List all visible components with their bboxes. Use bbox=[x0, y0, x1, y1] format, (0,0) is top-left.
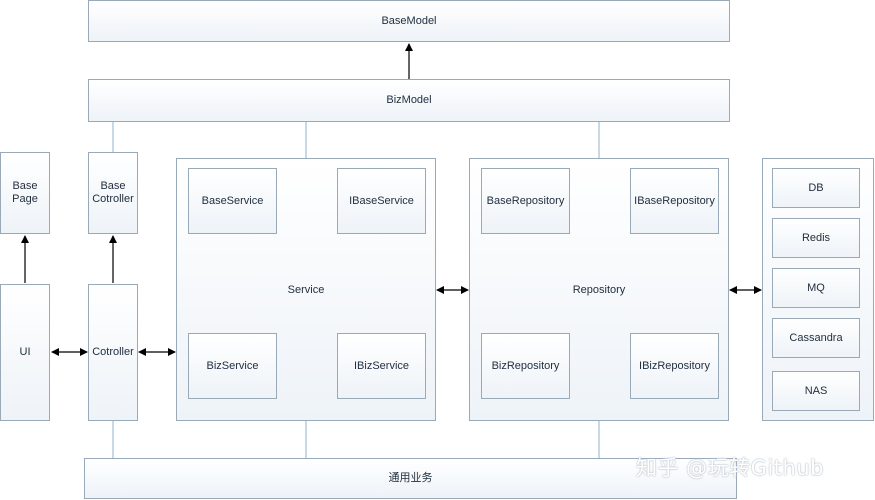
storage-cassandra-box: Cassandra bbox=[772, 318, 860, 358]
storage-nas-box: NAS bbox=[772, 371, 860, 411]
structure-connectors bbox=[112, 122, 600, 458]
service-label: Service bbox=[287, 284, 325, 296]
common-business-box: 通用业务 bbox=[84, 458, 737, 499]
base-repository-box: BaseRepository bbox=[481, 168, 570, 234]
storage-mq-box: MQ bbox=[772, 268, 860, 308]
controller-box: Cotroller bbox=[88, 284, 138, 421]
biz-repository-box: BizRepository bbox=[481, 333, 570, 399]
watermark-text: 知乎 @玩转Github bbox=[636, 456, 824, 480]
repository-label: Repository bbox=[572, 284, 626, 296]
base-model-box: BaseModel bbox=[88, 0, 730, 42]
base-service-box: BaseService bbox=[188, 168, 277, 234]
storage-db-box: DB bbox=[772, 168, 860, 208]
i-biz-repository-box: IBizRepository bbox=[630, 333, 719, 399]
base-page-box: Base Page bbox=[0, 152, 50, 234]
storage-redis-box: Redis bbox=[772, 218, 860, 258]
ui-box: UI bbox=[0, 284, 50, 421]
i-biz-service-box: IBizService bbox=[337, 333, 426, 399]
biz-model-box: BizModel bbox=[88, 79, 730, 122]
i-base-service-box: IBaseService bbox=[337, 168, 426, 234]
biz-service-box: BizService bbox=[188, 333, 277, 399]
i-base-repository-box: IBaseRepository bbox=[630, 168, 719, 234]
base-controller-box: Base Cotroller bbox=[88, 152, 138, 234]
